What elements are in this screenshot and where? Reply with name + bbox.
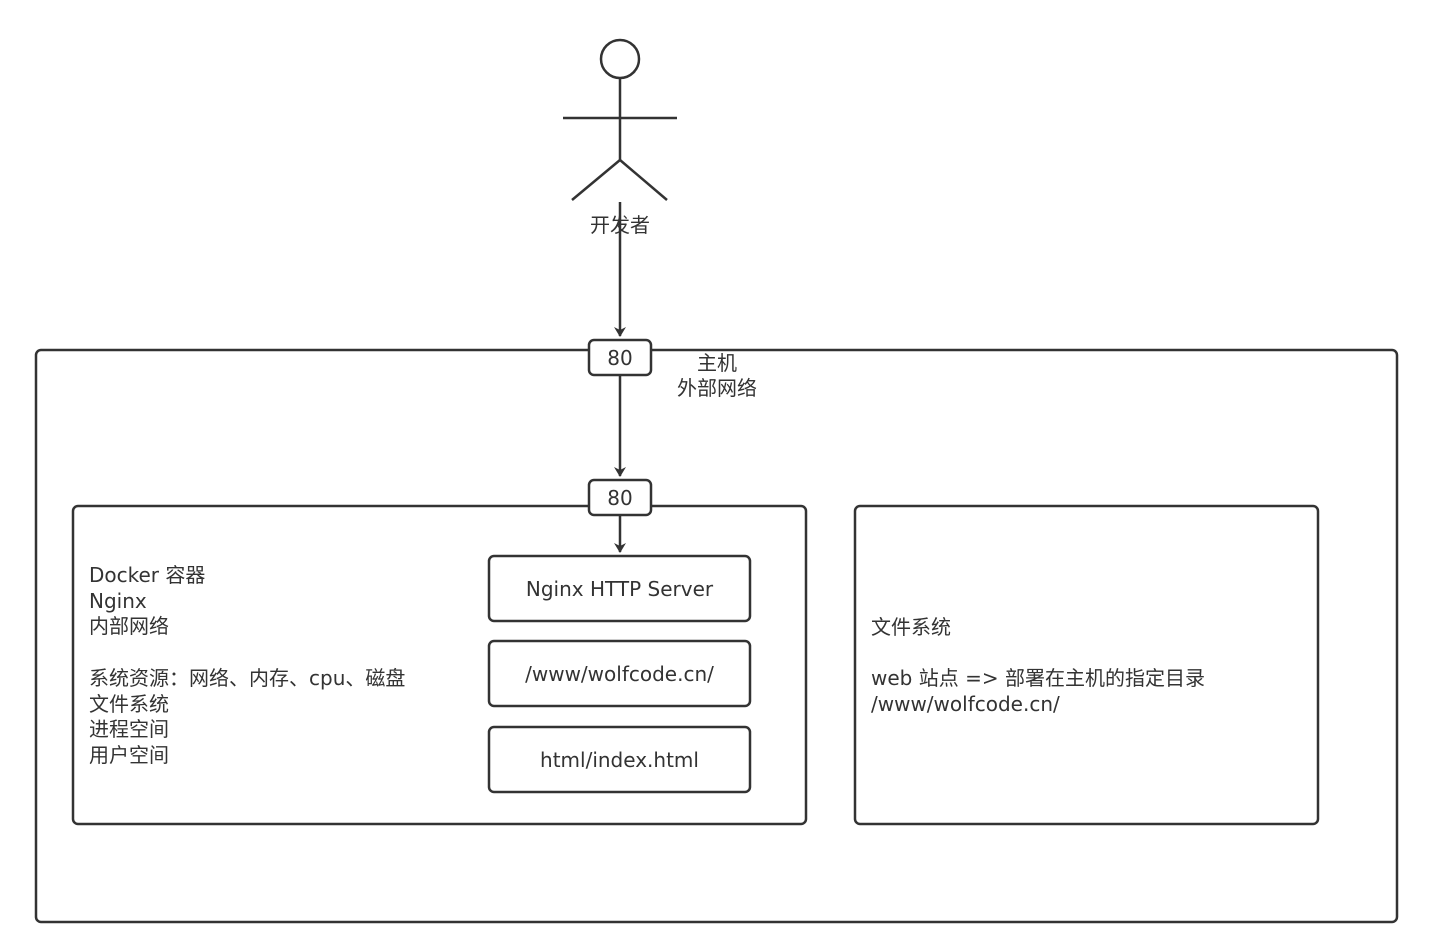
filesystem-web-site: web 站点 => 部署在主机的指定目录: [871, 666, 1205, 690]
container-desc-docker: Docker 容器: [89, 563, 206, 587]
container-desc-network: 内部网络: [89, 614, 169, 638]
index-html-box: [487, 725, 752, 794]
host-port-label: 80: [607, 345, 633, 370]
developer-actor-icon: [563, 38, 677, 201]
host-port-box: [587, 338, 653, 377]
www-dir-box: [487, 639, 752, 708]
host-label: 主机: [697, 351, 737, 375]
container-desc-filesystem: 文件系统: [89, 692, 169, 716]
developer-label: 开发者: [590, 213, 650, 237]
nginx-server-label: Nginx HTTP Server: [525, 576, 714, 601]
www-dir-label: /www/wolfcode.cn/: [525, 661, 714, 686]
index-html-label: html/index.html: [540, 747, 699, 772]
container-desc-user: 用户空间: [89, 743, 169, 767]
container-desc-process: 进程空间: [89, 717, 169, 741]
filesystem-path: /www/wolfcode.cn/: [871, 692, 1060, 716]
container-port-label: 80: [607, 485, 633, 510]
container-desc-nginx: Nginx: [89, 589, 147, 613]
host-network-label: 外部网络: [677, 376, 757, 400]
filesystem-box: [853, 504, 1320, 826]
filesystem-title: 文件系统: [871, 615, 951, 639]
container-port-box: [587, 478, 653, 517]
container-desc-resources: 系统资源：网络、内存、cpu、磁盘: [89, 666, 406, 690]
nginx-server-box: [487, 554, 752, 623]
